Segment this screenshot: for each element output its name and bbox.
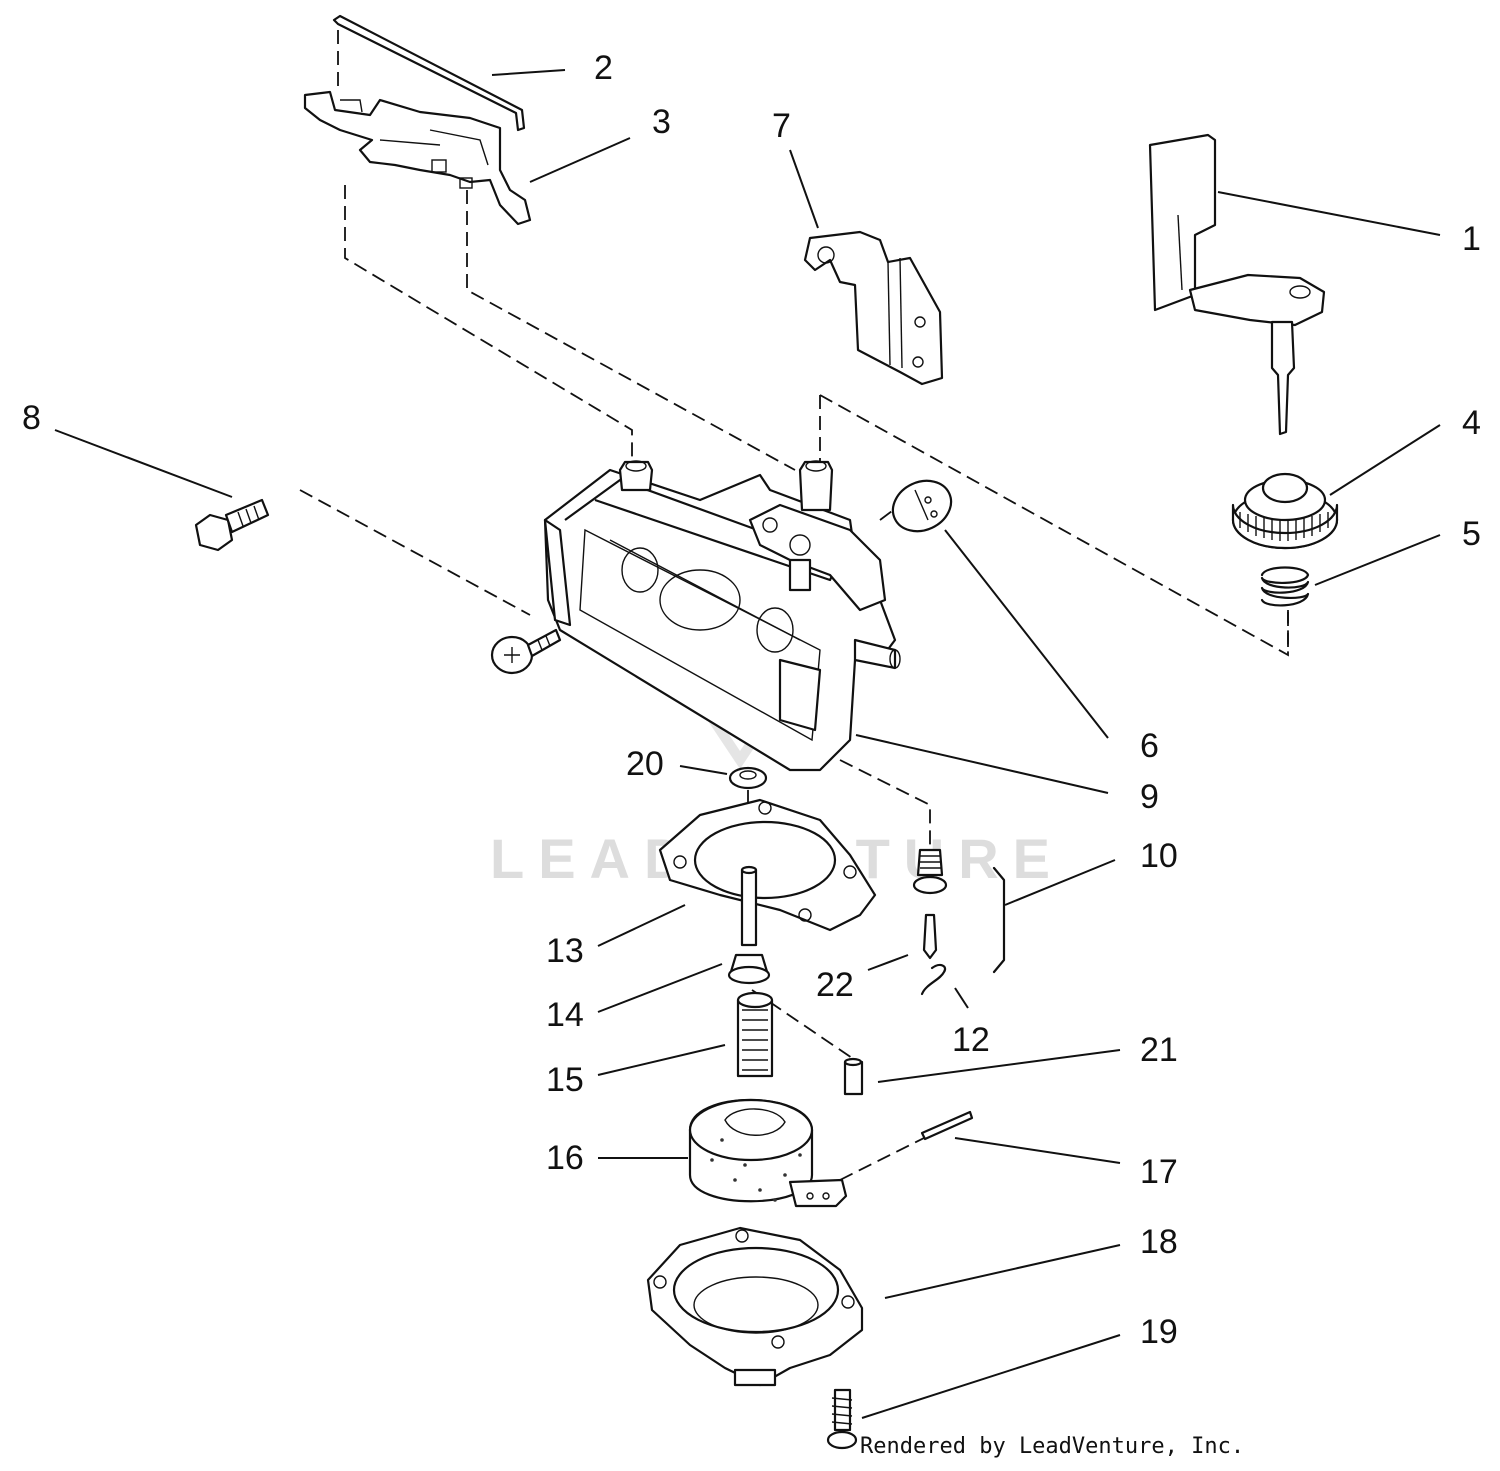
part-12-clip — [920, 963, 947, 996]
part-9-carburetor-body — [543, 460, 901, 772]
part-14-jet — [727, 865, 771, 985]
callout-20: 20 — [626, 745, 664, 783]
callout-1: 1 — [1462, 220, 1481, 258]
part-19-screw — [826, 1388, 858, 1450]
callout-6: 6 — [1140, 727, 1159, 765]
callout-7: 7 — [772, 107, 791, 145]
part-4-gear-knob — [1231, 472, 1339, 550]
callout-21: 21 — [1140, 1031, 1178, 1069]
callout-8: 8 — [22, 399, 41, 437]
callout-14: 14 — [546, 996, 584, 1034]
part-7-bracket — [803, 230, 944, 386]
part-17-pin — [920, 1110, 974, 1141]
callout-13: 13 — [546, 932, 584, 970]
part-1-baffle — [1148, 133, 1326, 436]
part-10-inlet-needle-assembly — [912, 848, 1006, 974]
part-2-link-rod — [332, 14, 526, 132]
part-6-throttle-plate — [891, 479, 953, 533]
callout-17: 17 — [1140, 1153, 1178, 1191]
part-18-float-bowl — [646, 1226, 864, 1387]
callout-4: 4 — [1462, 404, 1481, 442]
callout-19: 19 — [1140, 1313, 1178, 1351]
callout-9: 9 — [1140, 778, 1159, 816]
leader-lines — [54, 69, 1441, 1419]
part-16-foam-filter — [688, 1098, 848, 1208]
callout-15: 15 — [546, 1061, 584, 1099]
callout-5: 5 — [1462, 515, 1481, 553]
part-8-bolt — [194, 498, 270, 552]
part-3-control-bracket — [303, 90, 532, 226]
part-20-washer — [728, 766, 768, 790]
callout-3: 3 — [652, 103, 671, 141]
callout-22: 22 — [816, 966, 854, 1004]
callout-12: 12 — [952, 1021, 990, 1059]
callout-2: 2 — [594, 49, 613, 87]
screw — [490, 628, 562, 675]
callout-16: 16 — [546, 1139, 584, 1177]
part-13-gasket — [658, 798, 877, 932]
callout-10: 10 — [1140, 837, 1178, 875]
part-15-float — [736, 991, 774, 1078]
callout-labels: 1 2 3 4 5 6 7 8 9 10 12 13 14 15 16 17 1… — [22, 49, 1481, 1351]
callout-18: 18 — [1140, 1223, 1178, 1261]
part-21-bushing — [843, 1057, 864, 1096]
part-5-spring — [1260, 566, 1310, 607]
render-credit: Rendered by LeadVenture, Inc. — [860, 1434, 1244, 1459]
